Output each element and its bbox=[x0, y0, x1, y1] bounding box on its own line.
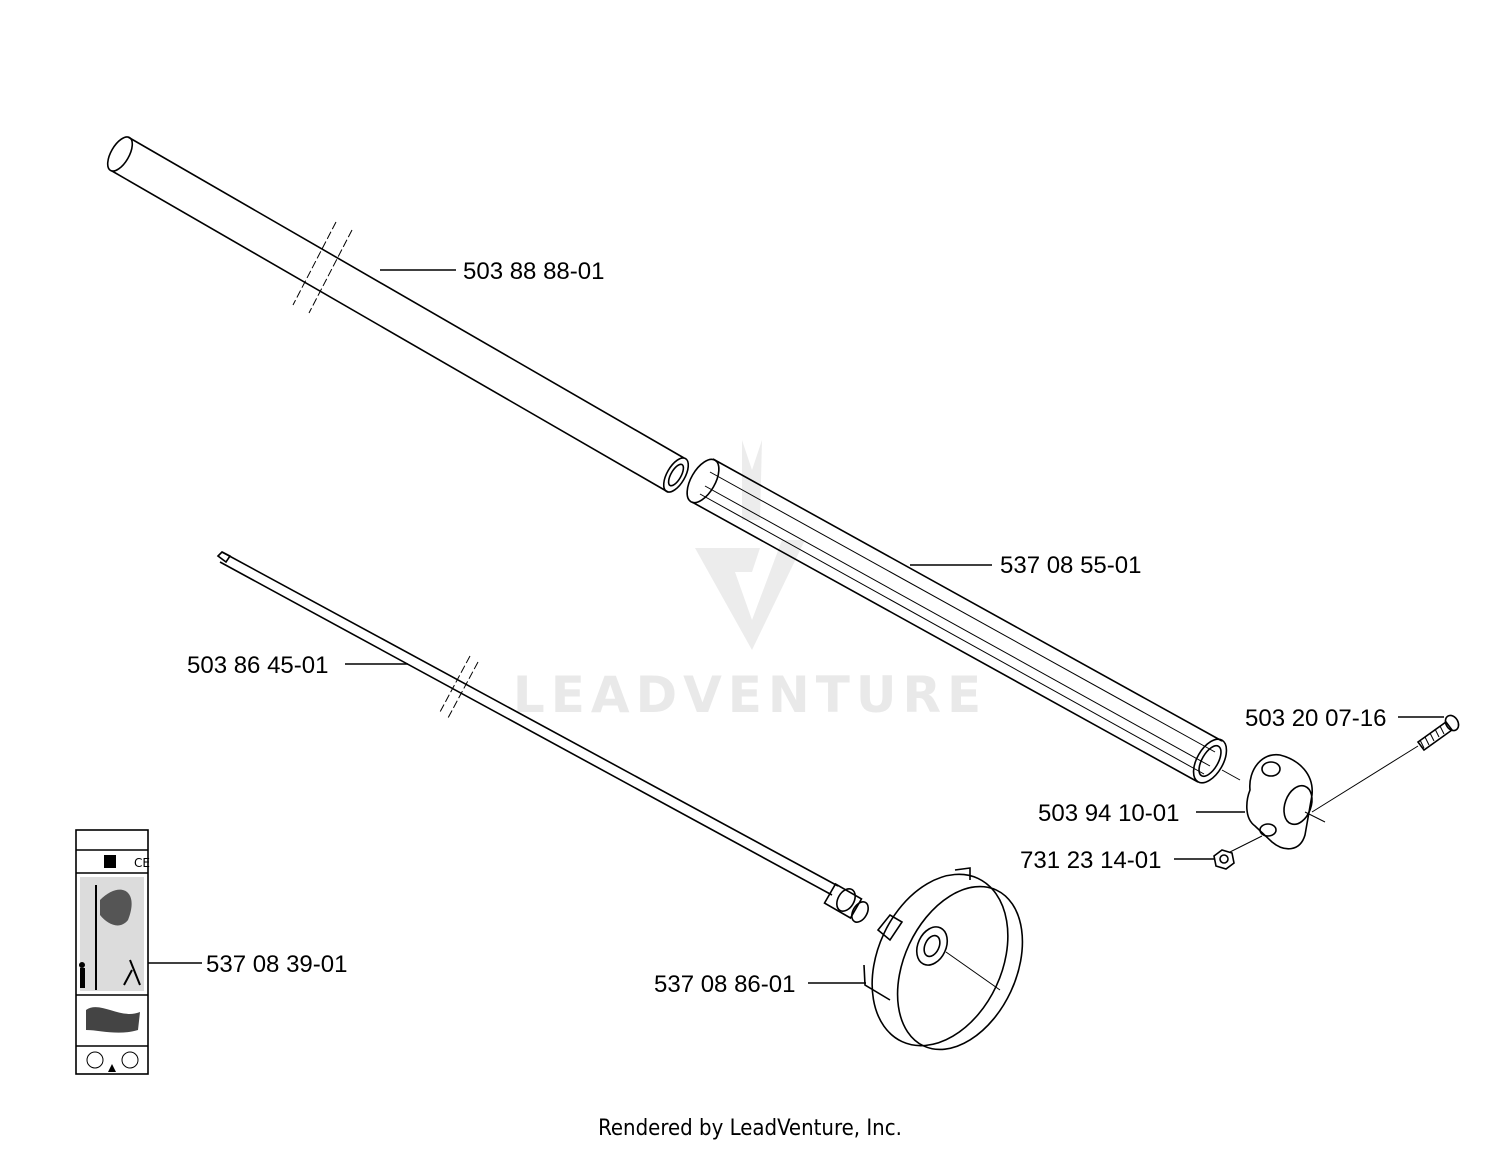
shaft-cover[interactable] bbox=[681, 454, 1234, 788]
footer-credit: Rendered by LeadVenture, Inc. bbox=[598, 1116, 902, 1141]
part-label-503-94-10-01[interactable]: 503 94 10-01 bbox=[1038, 800, 1179, 827]
nut[interactable] bbox=[1213, 835, 1263, 870]
part-label-537-08-86-01[interactable]: 537 08 86-01 bbox=[654, 971, 795, 998]
svg-text:CE: CE bbox=[134, 856, 150, 870]
part-label-503-88-88-01[interactable]: 503 88 88-01 bbox=[463, 258, 604, 285]
warning-symbols-icon: CE bbox=[79, 855, 150, 1072]
decal[interactable]: CE bbox=[75, 829, 150, 1075]
clutch-drum[interactable] bbox=[846, 852, 1047, 1069]
watermark-logo-icon bbox=[695, 440, 805, 650]
drive-shaft[interactable] bbox=[216, 551, 872, 925]
part-label-537-08-39-01[interactable]: 537 08 39-01 bbox=[206, 951, 347, 978]
part-label-731-23-14-01[interactable]: 731 23 14-01 bbox=[1020, 847, 1161, 874]
clamp[interactable] bbox=[1221, 754, 1326, 850]
watermark-text: LEADVENTURE bbox=[513, 666, 987, 724]
screw[interactable] bbox=[1311, 713, 1461, 813]
shaft-tube[interactable] bbox=[103, 133, 694, 496]
watermark: LEADVENTURE bbox=[513, 440, 987, 724]
part-label-503-20-07-16[interactable]: 503 20 07-16 bbox=[1245, 705, 1386, 732]
part-label-537-08-55-01[interactable]: 537 08 55-01 bbox=[1000, 552, 1141, 579]
part-label-503-86-45-01[interactable]: 503 86 45-01 bbox=[187, 652, 328, 679]
